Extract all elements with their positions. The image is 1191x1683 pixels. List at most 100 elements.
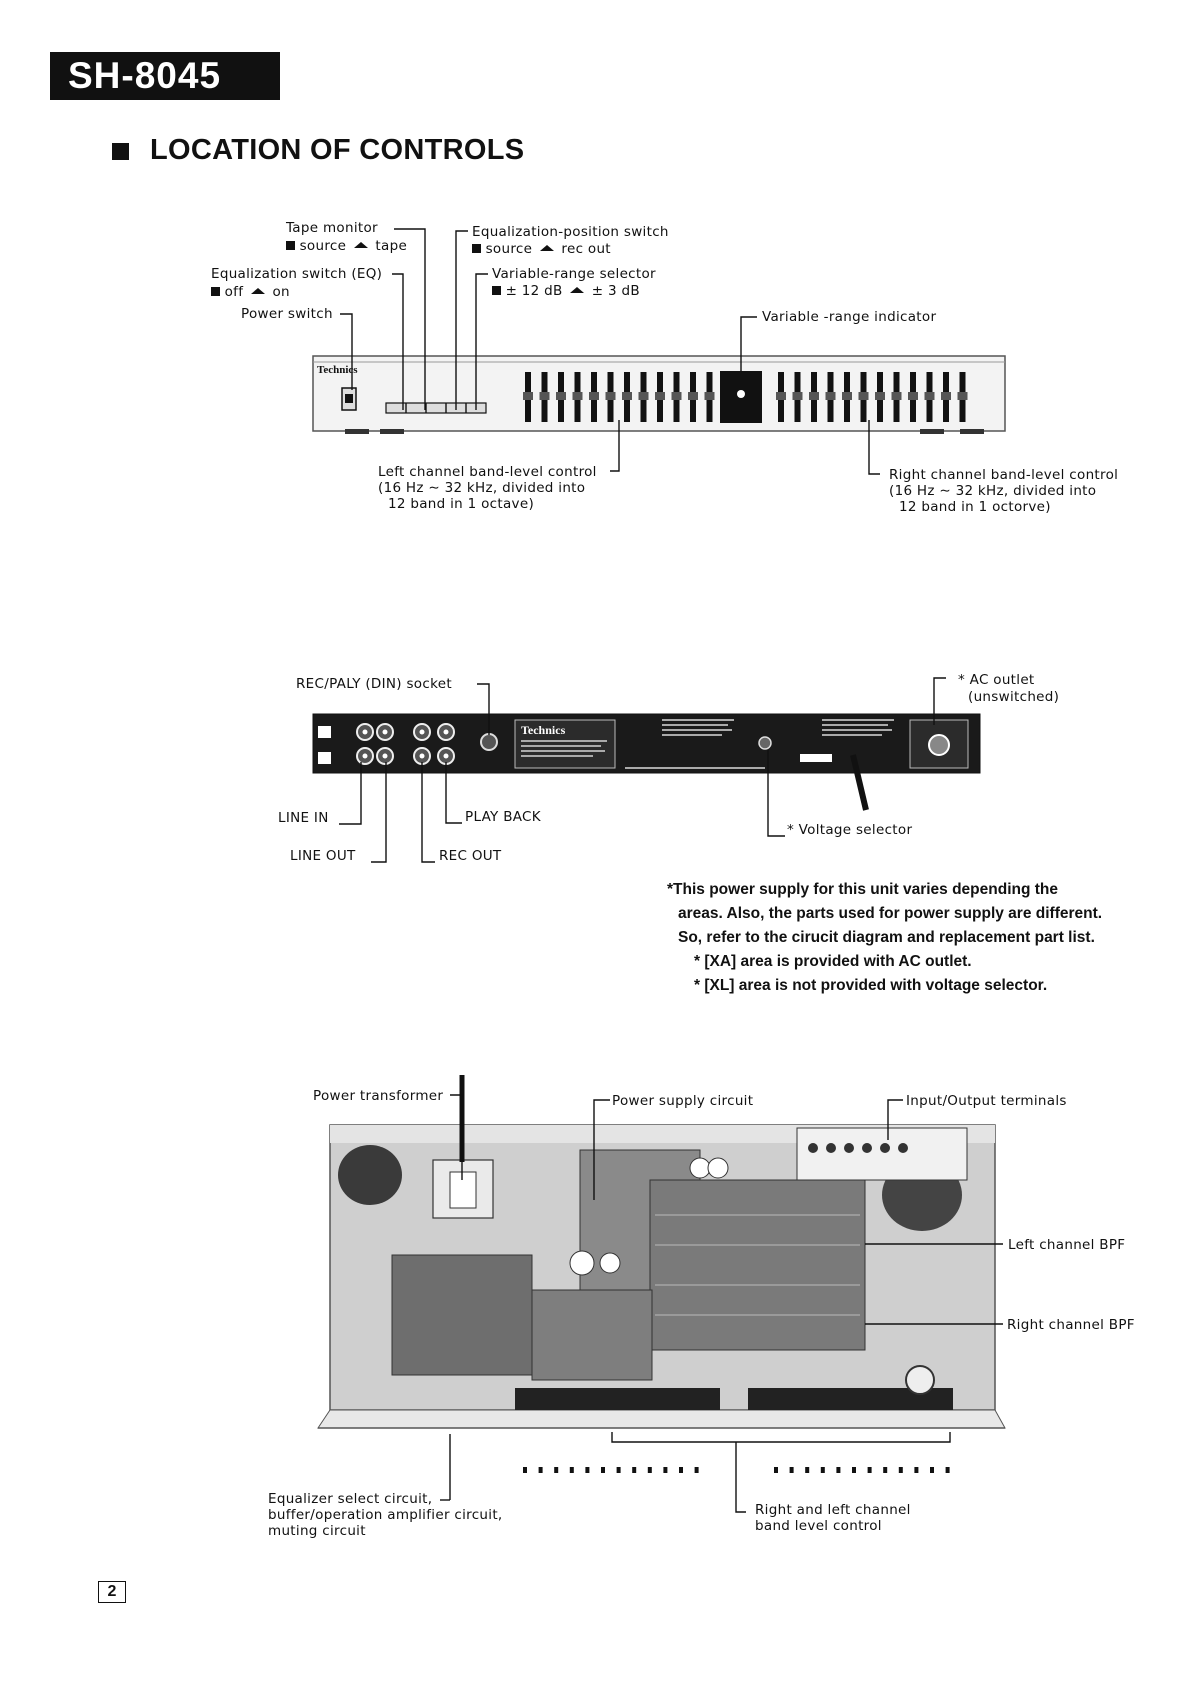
note-line-4: * [XA] area is provided with AC outlet. (694, 953, 972, 970)
rca-jack-pin (419, 753, 425, 759)
rca-jack-pin (362, 729, 368, 735)
tape-monitor-opt2: tape (375, 238, 408, 254)
band-slider-knob (655, 392, 665, 400)
band-slider-knob (556, 392, 566, 400)
left-band-label-line3: 12 band in 1 octave) (388, 496, 535, 512)
eq-select-label-line1: Equalizer select circuit, (268, 1491, 433, 1507)
variable-range-label: Variable-range selector (492, 266, 656, 282)
section-title: LOCATION OF CONTROLS (150, 134, 525, 166)
dot-mark (601, 1467, 605, 1473)
dot-mark (679, 1467, 683, 1473)
band-slider-knob (908, 392, 918, 400)
internal-leaders (440, 1094, 1003, 1513)
eq-position-label: Equalization-position switch (472, 224, 669, 240)
band-slider-knob (572, 392, 583, 400)
dot-mark (538, 1467, 543, 1473)
note-line-3: So, refer to the cirucit diagram and rep… (678, 929, 1095, 946)
rca-jack-pin (443, 729, 449, 735)
rec-play-socket-label: REC/PALY (DIN) socket (296, 676, 452, 692)
tape-monitor-options: source tape (286, 238, 407, 254)
band-slider-knob (842, 392, 852, 400)
rca-jack-pin (382, 753, 388, 759)
din-socket (480, 733, 498, 751)
rear-brand-text: Technics (521, 723, 566, 737)
bpf-board (649, 1179, 866, 1351)
pushed-button-icon (492, 286, 501, 295)
dot-mark (554, 1467, 559, 1473)
eq-position-opt1: source (485, 241, 533, 257)
io-terminals-label: Input/Output terminals (906, 1093, 1067, 1109)
pushed-button-icon (211, 287, 220, 296)
dot-mark (867, 1467, 872, 1473)
variable-range-indicator-label: Variable -range indicator (762, 309, 937, 325)
line-out-label: LINE OUT (290, 848, 356, 864)
band-slider-knob (704, 392, 715, 400)
band-control-strip-right (748, 1388, 953, 1410)
right-band-label-line1: Right channel band-level control (889, 467, 1119, 483)
band-slider-knob (539, 392, 550, 400)
released-button-icon (353, 242, 368, 248)
rca-jacks (356, 723, 455, 765)
band-slider-knob (809, 392, 819, 400)
rca-jack-pin (382, 729, 388, 735)
right-bpf-label: Right channel BPF (1007, 1317, 1135, 1333)
band-slider-knob (792, 392, 803, 400)
rec-out-label: REC OUT (439, 848, 502, 864)
model-badge: SH-8045 (50, 52, 280, 100)
ac-outlet-label-line1: * AC outlet (958, 672, 1035, 688)
band-slider-knob (858, 392, 869, 400)
eq-switch-opt2: on (272, 284, 290, 300)
dot-mark (820, 1467, 825, 1473)
dot-mark (663, 1467, 668, 1473)
eq-position-opt2: rec out (561, 241, 611, 257)
band-slider-knob (622, 392, 632, 400)
band-slider-knob (875, 392, 885, 400)
left-band-label-line2: (16 Hz ∼ 32 kHz, divided into (378, 480, 586, 496)
pushed-button-icon (472, 244, 481, 253)
band-slider-knob (776, 392, 786, 400)
right-band-sliders (776, 372, 968, 422)
front-leaders (340, 228, 880, 475)
band-slider-knob (941, 392, 951, 400)
ac-outlet-label-line2: (unswitched) (968, 689, 1060, 705)
dot-mark (647, 1467, 652, 1473)
dot-mark (774, 1467, 778, 1473)
band-slider-knob (957, 392, 968, 400)
section-bullet (112, 143, 129, 160)
rca-jack-pin (419, 729, 425, 735)
band-slider-knob (605, 392, 616, 400)
right-band-label-line2: (16 Hz ∼ 32 kHz, divided into (889, 483, 1097, 499)
left-band-label-line1: Left channel band-level control (378, 464, 597, 480)
band-control-strip-left (515, 1388, 720, 1410)
dot-mark (585, 1467, 590, 1473)
variable-range-opt1: ± 12 dB (505, 283, 563, 299)
dot-mark (632, 1467, 637, 1473)
band-slider-knob (688, 392, 698, 400)
io-terminal-board (796, 1127, 968, 1181)
dot-mark (523, 1467, 527, 1473)
power-transformer-label: Power transformer (313, 1088, 444, 1104)
released-button-icon (570, 287, 585, 293)
pushed-button-icon (286, 241, 295, 250)
dot-rows (523, 1467, 950, 1473)
dot-mark (836, 1467, 841, 1473)
switch-bank (385, 402, 487, 414)
left-bpf-label: Left channel BPF (1008, 1237, 1126, 1253)
left-band-sliders (523, 372, 715, 422)
page-number: 2 (98, 1581, 126, 1603)
front-brand-logo: Technics (317, 364, 358, 376)
dot-mark (789, 1467, 794, 1473)
note-line-2: areas. Also, the parts used for power su… (678, 905, 1103, 922)
rca-jack-pin (443, 753, 449, 759)
dot-mark (945, 1467, 950, 1473)
note-line-1: *This power supply for this unit varies … (667, 881, 1058, 898)
voltage-selector-knob (758, 736, 772, 750)
eq-switch-options: off on (211, 284, 290, 300)
right-band-label-line3: 12 band in 1 octorve) (899, 499, 1051, 515)
variable-range-options: ± 12 dB ± 3 dB (492, 283, 640, 299)
band-slider-knob (671, 392, 682, 400)
note-line-5: * [XL] area is not provided with voltage… (694, 977, 1048, 994)
variable-range-opt2: ± 3 dB (591, 283, 640, 299)
band-slider-knob (589, 392, 599, 400)
rear-panel-drawing: Technics (312, 713, 981, 811)
